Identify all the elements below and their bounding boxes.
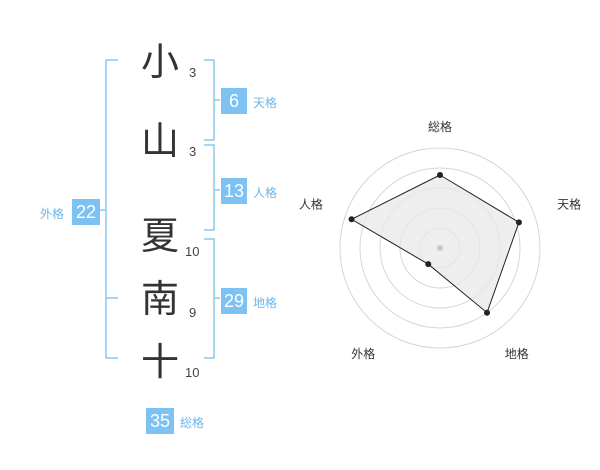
soukaku-label: 総格 xyxy=(180,416,205,430)
soukaku-badge: 35 xyxy=(146,408,174,434)
radar-axis-label-3: 地格 xyxy=(505,346,529,361)
radar-center-dot xyxy=(437,245,443,251)
radar-axis-label-1: 総格 xyxy=(428,119,452,134)
radar-grid-ring-4 xyxy=(359,167,521,329)
jinkaku-label: 人格 xyxy=(253,186,278,200)
radar-point-1 xyxy=(437,172,443,178)
gaikaku-label: 外格 xyxy=(40,207,65,221)
kanji-char-5: 十 xyxy=(140,340,179,384)
radar-point-4 xyxy=(425,261,432,268)
tenkaku-badge: 6 xyxy=(221,88,247,114)
jinkaku-badge: 13 xyxy=(221,178,247,204)
chikaku-label: 地格 xyxy=(253,296,278,310)
bracket-jinkaku xyxy=(204,144,215,231)
gaikaku-badge: 22 xyxy=(72,199,100,225)
radar-point-2 xyxy=(515,219,522,226)
radar-grid-ring-5 xyxy=(339,147,541,349)
radar-point-5 xyxy=(348,216,355,223)
radar-data-polygon xyxy=(350,174,520,314)
stroke-count-3: 10 xyxy=(185,244,200,259)
kanji-char-2: 山 xyxy=(140,119,179,163)
bracket-gaikaku xyxy=(105,59,118,359)
stroke-count-5: 10 xyxy=(185,365,200,380)
radar-axis-label-5: 人格 xyxy=(299,196,323,211)
chikaku-badge: 29 xyxy=(221,288,247,314)
kanji-char-1: 小 xyxy=(140,40,179,84)
radar-axis-label-2: 天格 xyxy=(557,196,581,211)
stroke-count-1: 3 xyxy=(189,65,197,80)
tenkaku-label: 天格 xyxy=(253,96,278,110)
stroke-count-4: 9 xyxy=(189,305,197,320)
kanji-char-4: 南 xyxy=(140,277,179,321)
kanji-char-3: 夏 xyxy=(140,214,179,258)
radar-point-3 xyxy=(484,309,491,316)
stroke-count-2: 3 xyxy=(189,144,197,159)
radar-axis-label-4: 外格 xyxy=(351,346,375,361)
